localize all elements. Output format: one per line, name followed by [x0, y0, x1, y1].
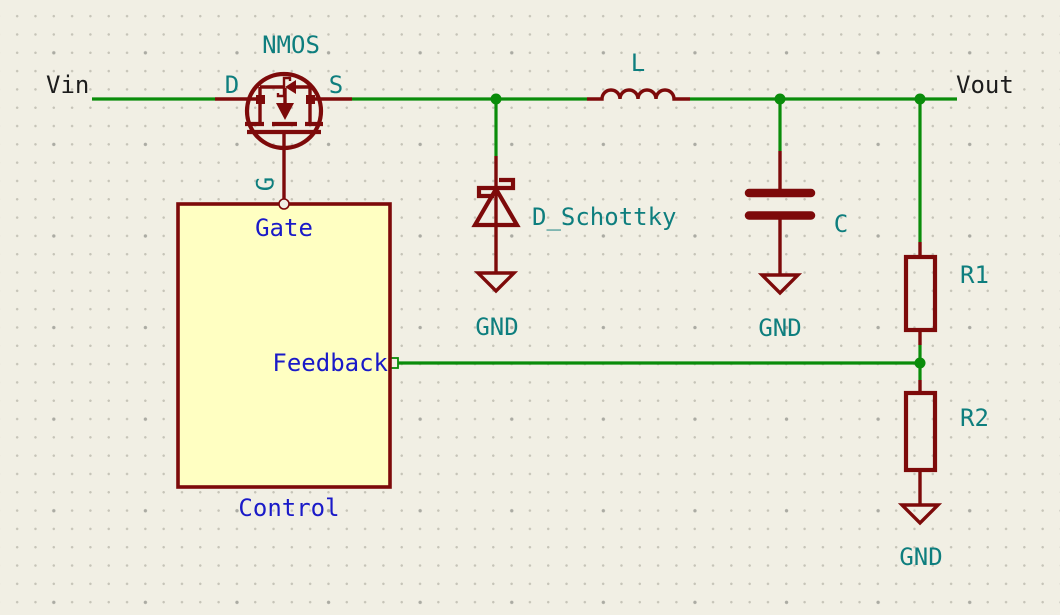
junction-dot-feedback	[914, 357, 926, 369]
inductor-symbol	[587, 88, 690, 101]
nmos-body-diode-triangle	[285, 80, 296, 94]
inductor-label: L	[630, 49, 646, 77]
resistor-r1-label: R1	[960, 261, 989, 289]
nmos-reference-label: NMOS	[262, 31, 320, 59]
control-block-label: Control	[238, 494, 340, 522]
nmos-internal-lines	[258, 85, 312, 122]
net-label-vin: Vin	[46, 71, 90, 99]
control-block-body	[176, 202, 392, 489]
gnd-label-diode: GND	[475, 313, 519, 341]
control-pin-label-gate: Gate	[255, 214, 313, 242]
gnd-label-capacitor: GND	[758, 314, 802, 342]
wires	[92, 93, 957, 380]
nmos-arrow-head	[276, 103, 294, 120]
resistor-r2-symbol	[897, 380, 943, 526]
resistor-r1-symbol	[903, 242, 938, 345]
schottky-diode-label: D_Schottky	[532, 203, 677, 231]
gnd-symbol-diode	[473, 271, 519, 294]
diode-anode-triangle	[471, 184, 521, 228]
net-label-vout: Vout	[956, 71, 1014, 99]
nmos-pin-label-source: S	[328, 71, 344, 99]
nmos-pin-label-drain: D	[224, 71, 240, 99]
r1-body	[903, 254, 938, 333]
control-block	[176, 198, 392, 489]
control-pin-label-feedback: Feedback	[272, 349, 388, 377]
junction-dot-diode	[490, 93, 502, 105]
nmos-pin-label-gate: G	[251, 176, 280, 192]
gnd-symbol-capacitor	[757, 273, 803, 296]
junction-dot-vout	[914, 93, 926, 105]
gnd-symbol-r2	[897, 503, 943, 526]
gate-pin-circle	[278, 198, 290, 210]
nmos-body-diode-cathode	[276, 76, 292, 98]
schottky-diode-symbol	[471, 156, 521, 294]
nmos-symbol	[215, 71, 352, 199]
gnd-label-r2: GND	[899, 543, 943, 571]
inductor-coil	[587, 88, 690, 101]
capacitor-label: C	[833, 210, 849, 238]
capacitor-symbol	[744, 151, 816, 296]
resistor-r2-label: R2	[960, 404, 989, 432]
junction-dot-capacitor	[774, 93, 786, 105]
r2-body	[903, 390, 938, 473]
